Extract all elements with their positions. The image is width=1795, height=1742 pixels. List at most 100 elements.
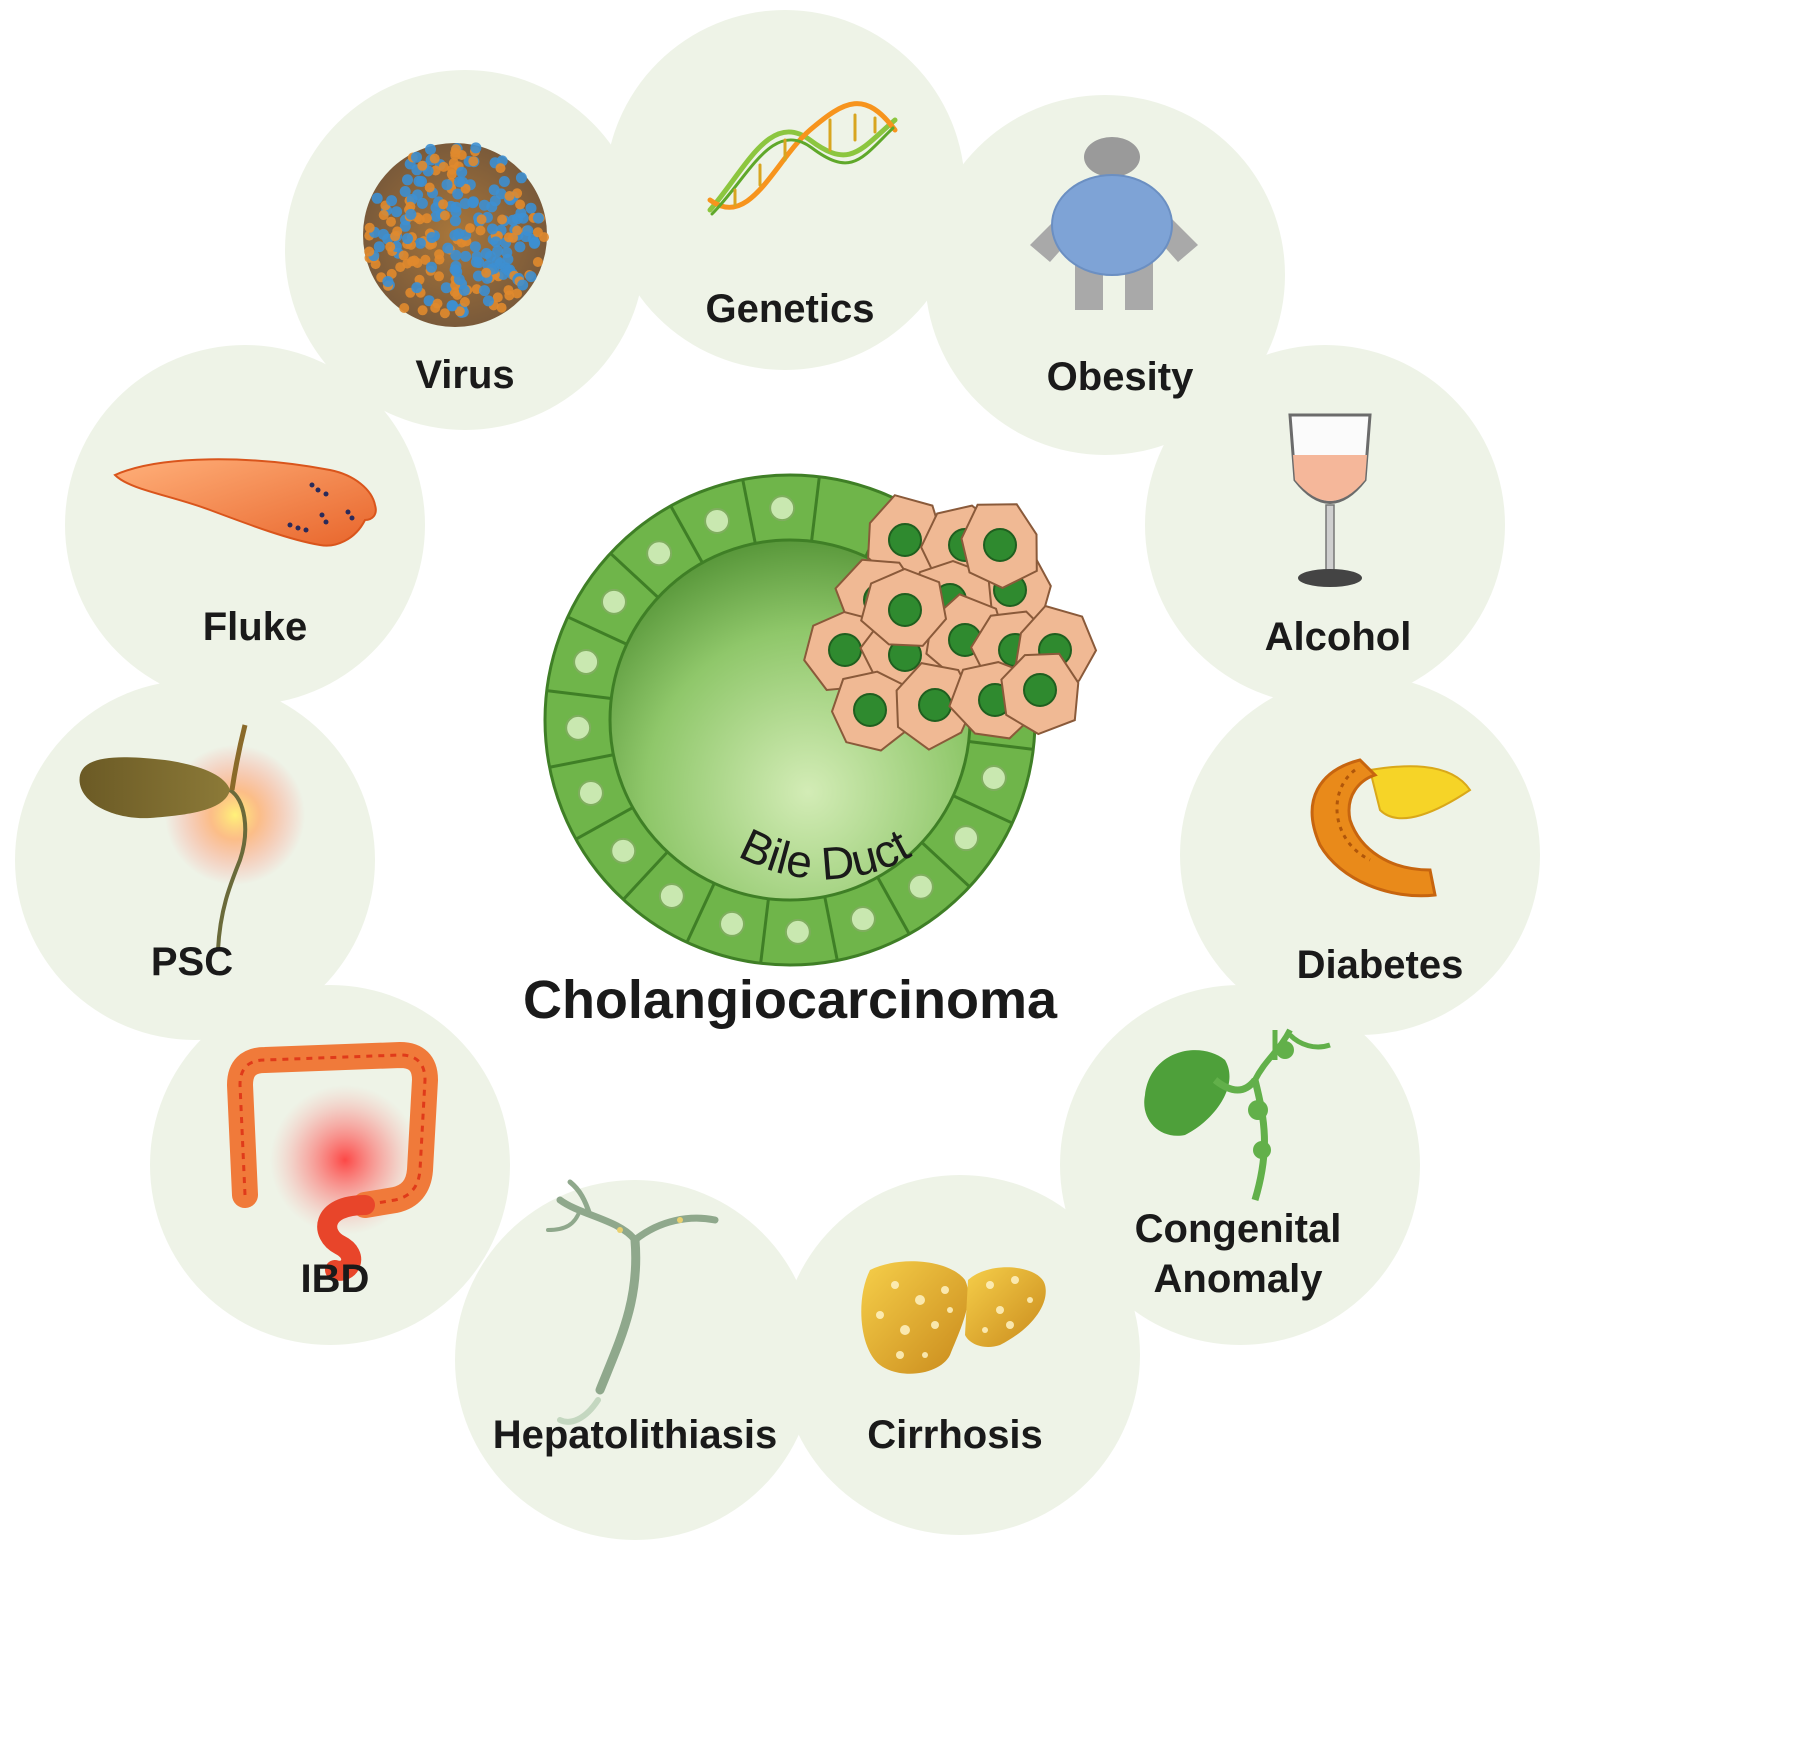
virus-capsomere	[411, 152, 422, 163]
virus-capsomere	[504, 291, 514, 301]
virus-capsomere	[402, 233, 413, 244]
virus-capsomere	[477, 214, 487, 224]
virus-capsomere	[447, 300, 458, 311]
virus-capsomere	[434, 255, 444, 265]
virus-capsomere	[456, 167, 467, 178]
virus-capsomere	[442, 179, 453, 190]
virus-capsomere	[454, 176, 465, 187]
virus-capsomere	[533, 213, 544, 224]
virus-capsomere	[470, 142, 481, 153]
diagram-title: Cholangiocarcinoma	[523, 970, 1058, 1030]
virus-capsomere	[490, 195, 501, 206]
virus-capsomere	[417, 161, 427, 171]
virus-capsomere	[487, 224, 498, 235]
virus-capsomere	[430, 154, 440, 164]
virus-capsomere	[391, 206, 402, 217]
label-genetics: Genetics	[706, 287, 875, 331]
virus-capsomere	[400, 186, 411, 197]
virus-capsomere	[411, 282, 422, 293]
virus-capsomere	[499, 176, 510, 187]
epithelial-nucleus	[705, 509, 729, 533]
bile-duct-illustration: Bile Duct	[545, 475, 1096, 965]
virus-capsomere	[460, 251, 471, 262]
virus-capsomere	[505, 191, 515, 201]
bubble-hepatolithiasis	[455, 1180, 815, 1540]
virus-capsomere	[454, 274, 465, 285]
virus-capsomere	[517, 280, 528, 291]
virus-capsomere	[433, 299, 443, 309]
virus-capsomere	[539, 232, 549, 242]
label-fluke: Fluke	[203, 605, 307, 649]
virus-capsomere	[515, 200, 525, 210]
virus-capsomere	[417, 198, 428, 209]
virus-capsomere	[508, 215, 519, 226]
virus-capsomere	[450, 264, 461, 275]
epithelial-nucleus	[579, 781, 603, 805]
label-alcohol: Alcohol	[1265, 615, 1412, 659]
virus-capsomere	[472, 251, 483, 262]
virus-capsomere	[364, 247, 374, 257]
label-psc: PSC	[151, 940, 233, 984]
label-anomaly: Anomaly	[1154, 1257, 1324, 1301]
virus-capsomere	[526, 271, 537, 282]
virus-capsomere	[414, 176, 425, 187]
virus-capsomere	[453, 228, 464, 239]
virus-capsomere	[460, 297, 470, 307]
virus-capsomere	[386, 195, 397, 206]
virus-capsomere	[379, 210, 389, 220]
virus-capsomere	[502, 254, 513, 265]
epithelial-nucleus	[786, 920, 810, 944]
virus-capsomere	[425, 183, 435, 193]
virus-capsomere	[426, 232, 437, 243]
virus-capsomere	[526, 203, 537, 214]
epithelial-nucleus	[602, 590, 626, 614]
epithelial-nucleus	[611, 839, 635, 863]
bubble-cirrhosis	[780, 1175, 1140, 1535]
virus-capsomere	[426, 262, 437, 273]
virus-capsomere	[457, 150, 467, 160]
virus-capsomere	[402, 259, 412, 269]
label-ibd: IBD	[301, 1257, 370, 1301]
epithelial-nucleus	[770, 496, 794, 520]
epithelial-nucleus	[909, 875, 933, 899]
epithelial-nucleus	[954, 826, 978, 850]
epithelial-nucleus	[720, 912, 744, 936]
virus-capsomere	[412, 258, 422, 268]
virus-capsomere	[425, 144, 436, 155]
virus-capsomere	[365, 223, 375, 233]
virus-capsomere	[516, 172, 527, 183]
virus-capsomere	[489, 184, 500, 195]
virus-capsomere	[497, 215, 507, 225]
epithelial-nucleus	[647, 541, 671, 565]
label-diabetes: Diabetes	[1297, 943, 1464, 987]
virus-capsomere	[392, 226, 402, 236]
virus-capsomere	[405, 209, 416, 220]
label-virus: Virus	[415, 353, 514, 397]
virus-capsomere	[450, 250, 461, 261]
virus-capsomere	[465, 223, 475, 233]
virus-capsomere	[476, 226, 486, 236]
virus-capsomere	[533, 257, 543, 267]
virus-capsomere	[382, 276, 393, 287]
epithelial-nucleus	[851, 907, 875, 931]
label-hepatolithiasis: Hepatolithiasis	[493, 1413, 778, 1457]
virus-capsomere	[415, 214, 425, 224]
virus-capsomere	[434, 271, 444, 281]
virus-capsomere	[468, 156, 478, 166]
virus-capsomere	[418, 305, 428, 315]
virus-capsomere	[514, 241, 525, 252]
epithelial-nucleus	[982, 766, 1006, 790]
virus-capsomere	[374, 241, 385, 252]
virus-capsomere	[440, 211, 450, 221]
virus-capsomere	[415, 238, 426, 249]
label-cirrhosis: Cirrhosis	[867, 1413, 1043, 1457]
virus-capsomere	[372, 193, 383, 204]
virus-capsomere	[450, 215, 461, 226]
virus-capsomere	[470, 241, 481, 252]
label-congenital: Congenital	[1135, 1207, 1342, 1251]
virus-capsomere	[490, 236, 501, 247]
epithelial-nucleus	[574, 650, 598, 674]
label-obesity: Obesity	[1047, 355, 1194, 399]
virus-capsomere	[385, 242, 395, 252]
